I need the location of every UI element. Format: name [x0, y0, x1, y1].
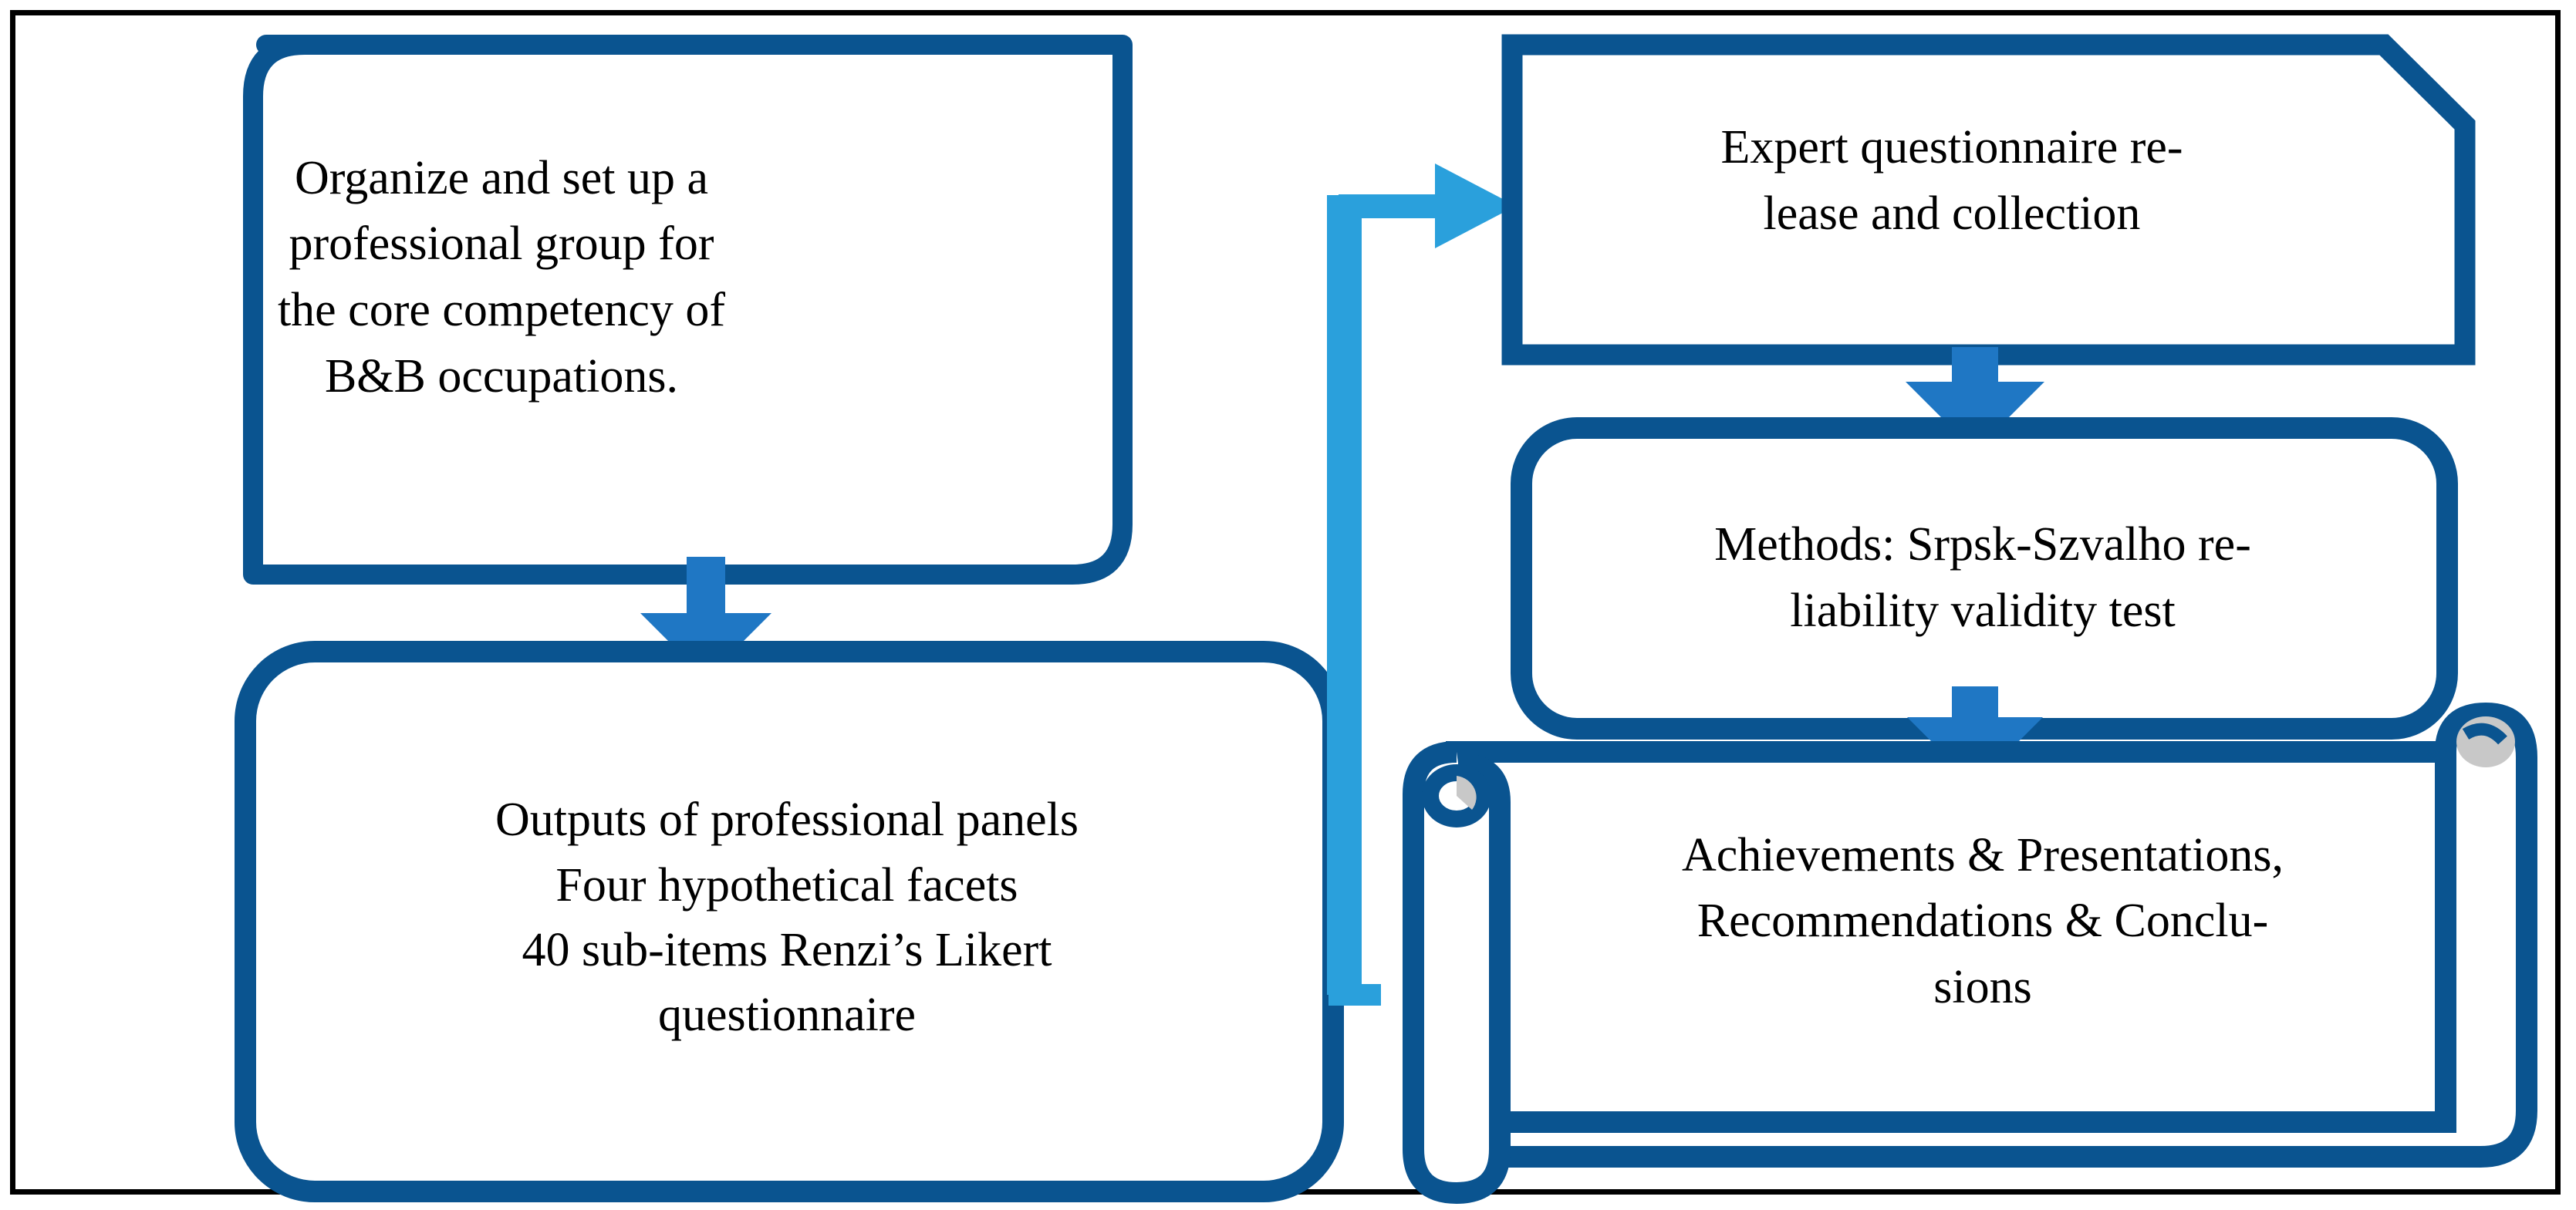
connector-node2-to-node3 — [1327, 163, 1516, 1006]
node-2-shape[interactable] — [235, 641, 1344, 1202]
node-5-shape[interactable] — [1403, 702, 2537, 1205]
scroll-right-curl — [1470, 702, 2537, 1168]
node-1-shape[interactable] — [243, 35, 1133, 585]
node-4-shape[interactable] — [1511, 417, 2458, 740]
node-3-shape[interactable] — [1501, 34, 2476, 366]
arrow-node1-to-node2 — [640, 557, 771, 679]
arrow-node3-to-node4 — [1906, 347, 2044, 451]
arrow-node4-to-node5 — [1907, 686, 2043, 785]
scroll-left-curl — [1403, 741, 1511, 1205]
